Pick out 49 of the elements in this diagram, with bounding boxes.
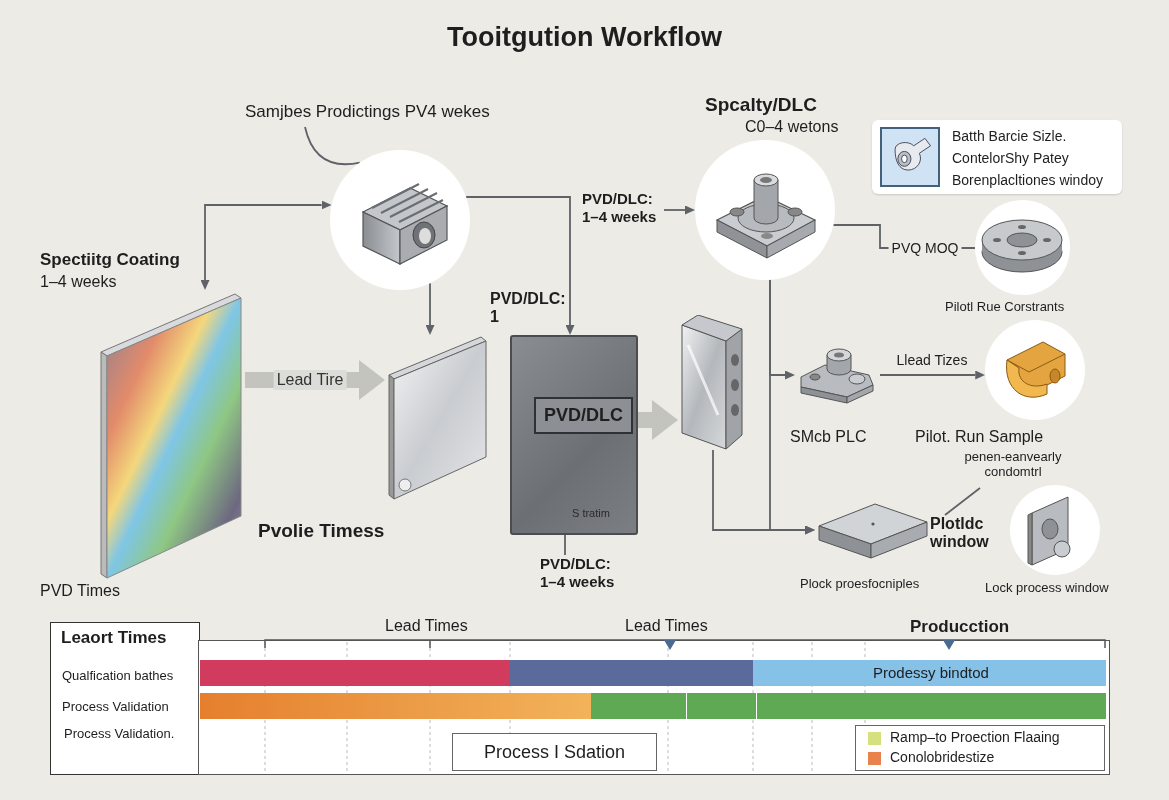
info-card [872, 120, 1122, 194]
node-label: Pilotl Rue Corstrants [945, 300, 1066, 315]
connector-line [944, 487, 981, 516]
node-label: Spectiitg Coating [40, 250, 181, 270]
arrow [465, 196, 575, 335]
row-label: Qualfication bathes [62, 668, 174, 683]
legend-label: Ramp–to Proection Flaaing [890, 729, 1060, 745]
edge-label: Lead Tire [273, 370, 347, 390]
panel-drawing [510, 335, 638, 535]
row-label: Process Validation. [64, 726, 175, 741]
step-label: PVD/DLC: 1–4 weeks [582, 190, 664, 230]
arrow [663, 205, 695, 215]
arrow [879, 370, 986, 380]
node-label: 1–4 weeks [40, 273, 118, 292]
table-header: Leaort Times [50, 622, 200, 652]
node-label: PVD Times [40, 582, 121, 601]
diagram-title: Tooitgution Workflow [446, 22, 723, 53]
column-heading: Producction [910, 617, 1010, 637]
node-label: Plock proesfocniples [800, 577, 921, 592]
node-label: penen-eanvearly condomtrl [963, 450, 1063, 480]
node-label: C0–4 wetons [745, 118, 840, 137]
arrow [425, 282, 435, 335]
stamp-label: PVD/DLC [534, 397, 633, 434]
arrow [200, 200, 332, 290]
bar-label: Prodessy bindtod [873, 664, 989, 681]
step-label: Samjbes Prodictings PV4 wekes [245, 103, 545, 127]
card-text: ContelorShy Patey [952, 150, 1069, 166]
flat-plate-drawing [815, 500, 930, 560]
node-label: Lock process window [985, 581, 1110, 596]
step-label: PVD/DLC: 1–4 weeks [540, 555, 630, 595]
caption: Pvolie Timess [258, 520, 385, 542]
arrow [712, 449, 815, 535]
leader-line [304, 126, 361, 166]
plate-drawing [385, 335, 490, 500]
block-arrow [638, 400, 678, 440]
column-heading: Lead Times [625, 617, 708, 635]
node-label: Pilot. Run Sample [915, 428, 1045, 447]
panel-text: S tratim [572, 507, 610, 519]
step-label: Plotldc window [930, 515, 1004, 555]
timeline-callout: Process I Sdation [452, 733, 657, 771]
leader-line [564, 534, 566, 556]
column-heading: Lead Times [385, 617, 468, 635]
node-label: Spcalty/DLC [705, 94, 818, 116]
card-text: Batth Barcie Sizle. [952, 128, 1067, 144]
node-label: PVD/DLC: 1 [490, 290, 566, 327]
row-label: Process Validation [62, 699, 169, 714]
node-label: SMcb PLC [790, 428, 868, 447]
card-text: Borenplacltiones windoy [952, 172, 1103, 188]
legend-label: Conolobridestize [890, 749, 995, 765]
